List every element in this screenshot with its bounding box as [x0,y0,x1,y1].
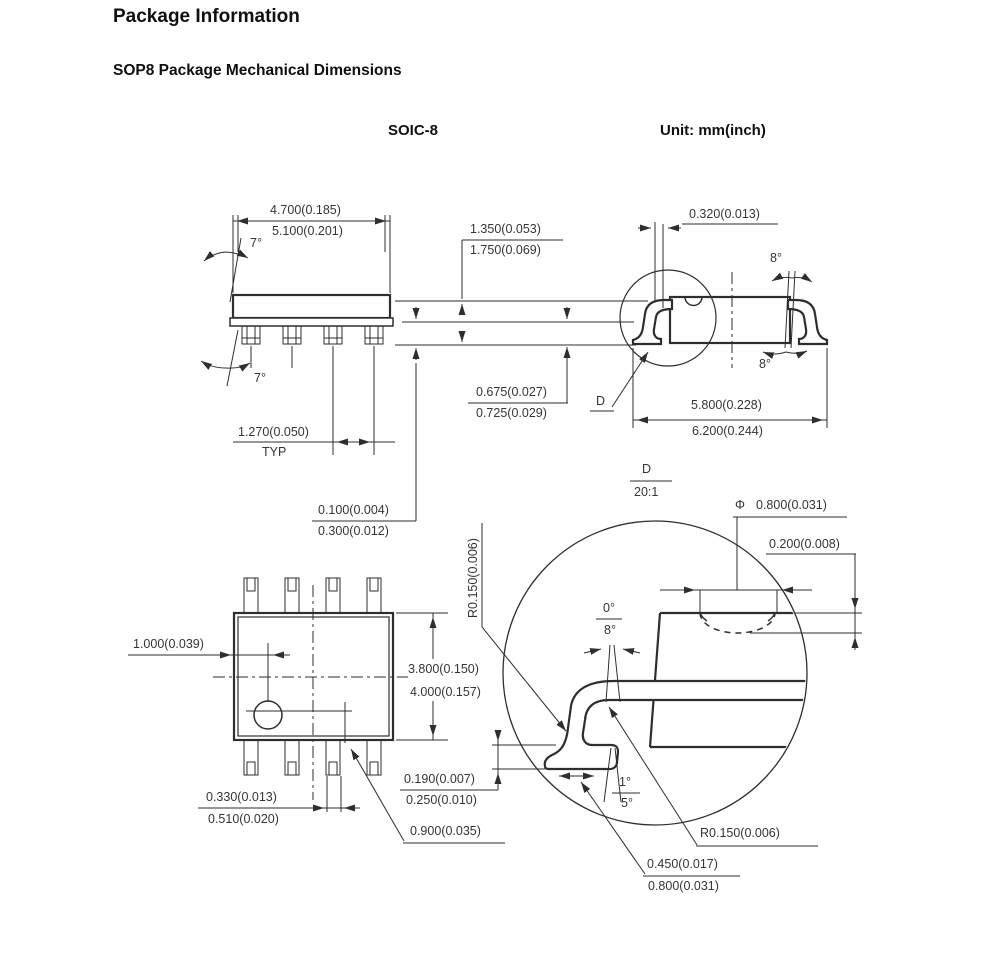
top-view-drawing [128,577,505,844]
dim-bend-radius-lower: R0.150(0.006) [700,826,780,840]
dim-entry-angle-min: 0° [603,601,615,615]
dim-lead-tip-length: 0.900(0.035) [410,824,481,838]
diameter-symbol: Φ [735,498,745,512]
detail-view-drawing [400,480,862,877]
dim-lead-thickness-min: 0.190(0.007) [404,772,475,786]
dim-coplanarity-max: 0.300(0.012) [318,524,389,538]
dim-entry-angle-max: 8° [604,623,616,637]
dim-span-min: 5.800(0.228) [691,398,762,412]
dim-foot-length-min: 0.450(0.017) [647,857,718,871]
dim-pitch-typ: TYP [262,445,287,459]
dim-dimple-depth: 0.200(0.008) [769,537,840,551]
dim-height-max: 1.750(0.069) [470,243,541,257]
unit-label: Unit: mm(inch) [660,122,766,139]
dim-pitch: 1.270(0.050) [238,425,309,439]
dim-foot-angle-min: 1° [619,775,631,789]
dim-pin1-offset: 1.000(0.039) [133,637,204,651]
drawing-title: SOIC-8 [388,122,439,139]
dim-draft-angle-top: 7° [250,236,262,250]
dim-standoff-min: 0.675(0.027) [476,385,547,399]
end-view-drawing [590,222,829,428]
dim-lead-width-max: 0.510(0.020) [208,812,279,826]
detail-view-scale: 20:1 [634,485,659,499]
dim-body-width-max: 5.100(0.201) [272,224,343,238]
dim-foot-length-max: 0.800(0.031) [648,879,719,893]
dim-height-min: 1.350(0.053) [470,222,541,236]
dim-lead-thickness: 0.320(0.013) [689,207,760,221]
dim-lead-angle-top: 8° [770,251,782,265]
detail-ref-label: D [596,394,606,408]
dim-draft-angle-bottom: 7° [254,371,266,385]
page-title: Package Information [113,6,300,27]
dim-lead-angle-bottom: 8° [759,357,771,371]
dim-foot-angle-max: 5° [621,796,633,810]
dim-span-max: 6.200(0.244) [692,424,763,438]
side-view-drawing [200,215,648,522]
dim-body-length-min: 3.800(0.150) [408,662,479,676]
dim-bend-radius-upper: R0.150(0.006) [466,538,480,618]
detail-view-ref: D [642,462,652,476]
dim-body-width-min: 4.700(0.185) [270,203,341,217]
dim-lead-thickness-max: 0.250(0.010) [406,793,477,807]
section-subtitle: SOP8 Package Mechanical Dimensions [113,62,402,79]
dim-lead-width-min: 0.330(0.013) [206,790,277,804]
dim-dimple-diameter: 0.800(0.031) [756,498,827,512]
dim-body-length-max: 4.000(0.157) [410,685,481,699]
dim-coplanarity-min: 0.100(0.004) [318,503,389,517]
dim-standoff-max: 0.725(0.029) [476,406,547,420]
